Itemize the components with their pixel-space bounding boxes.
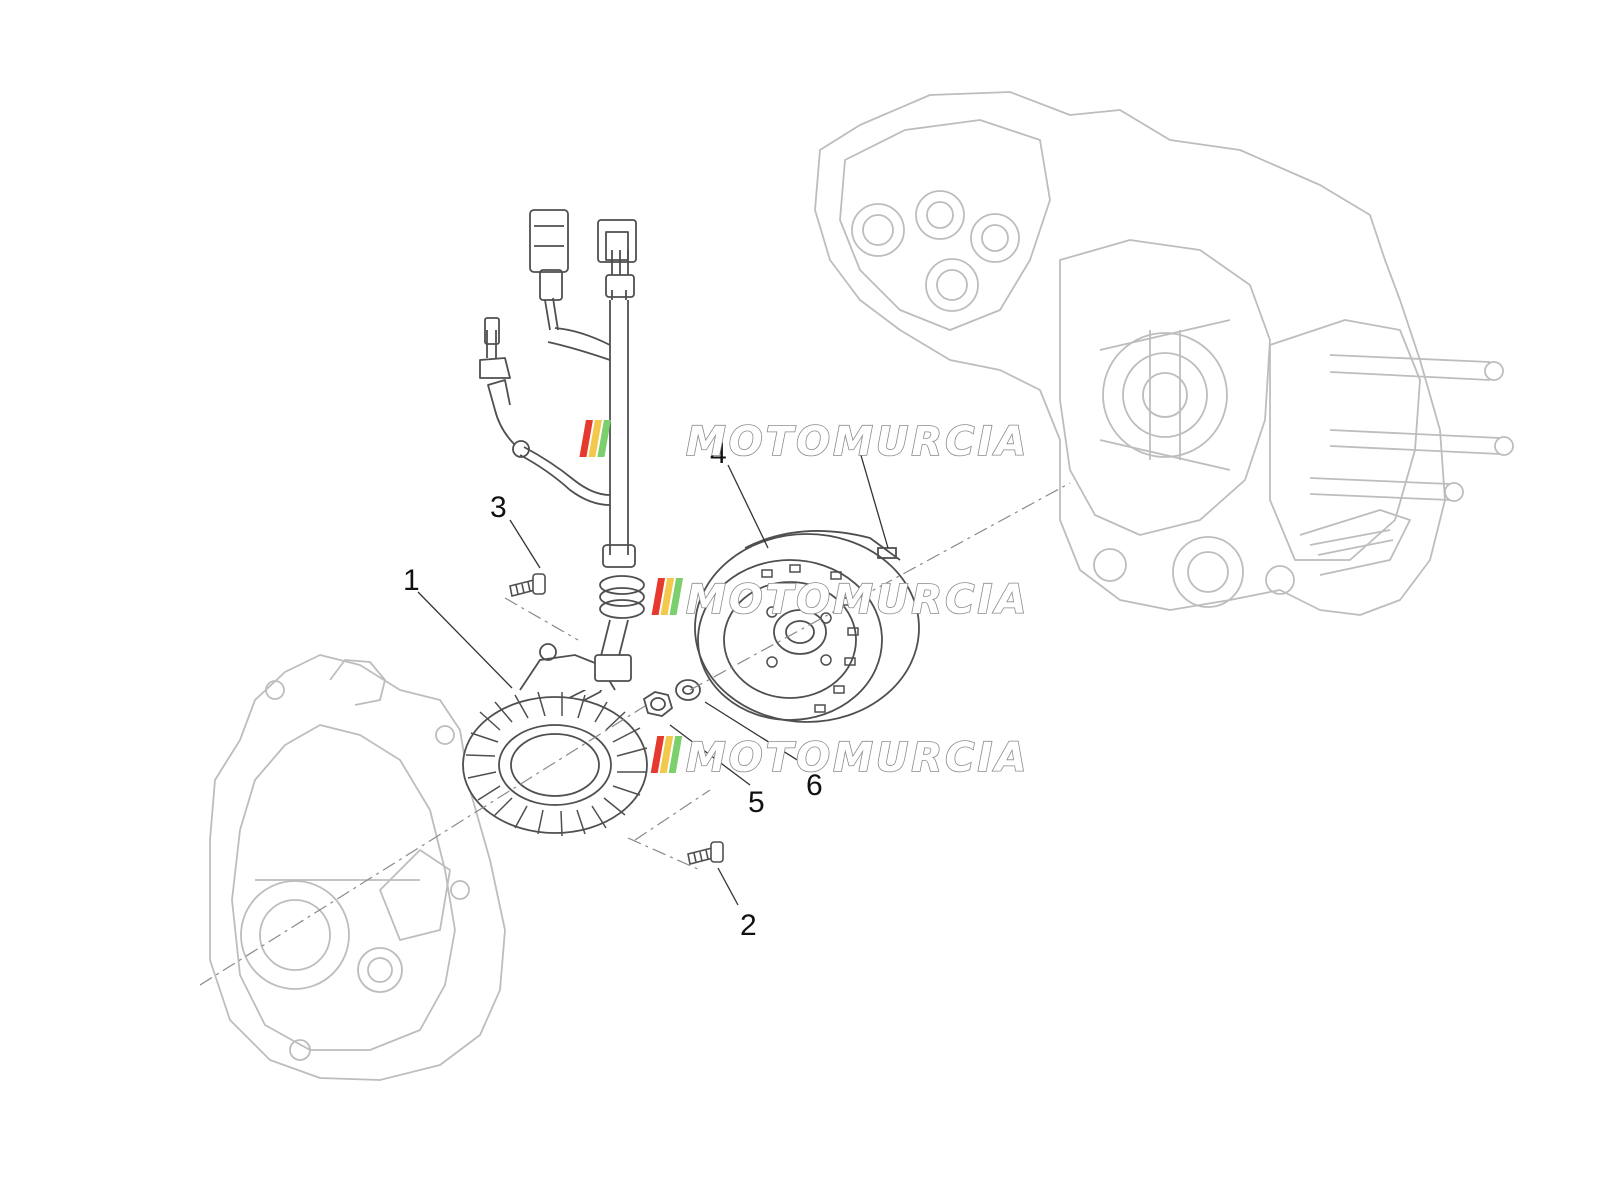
callout-5: 5: [748, 786, 765, 819]
watermark-text: MOTOMURCIA: [686, 735, 1029, 781]
assembly-axis-lines: [199, 482, 1071, 986]
watermark-text: MOTOMURCIA: [686, 577, 1029, 623]
engine-side-cover: [209, 654, 506, 1081]
callout-4: 4: [710, 437, 727, 470]
stator-screw: [687, 841, 724, 865]
wiring-harness: [479, 209, 645, 706]
flywheel: [694, 530, 920, 723]
washer: [675, 679, 701, 701]
flywheel-nut: [642, 691, 674, 717]
engine-crankcase: [814, 91, 1514, 616]
watermark-3: MOTOMURCIA: [650, 734, 1029, 782]
stator: [462, 643, 648, 837]
callout-labels: 1 2 3 4 5 6: [403, 437, 823, 942]
watermark-stripes-icon: [651, 578, 684, 615]
callout-6: 6: [806, 769, 823, 802]
watermark-2: MOTOMURCIA: [651, 576, 1029, 624]
watermark-stripes-icon: [579, 420, 611, 457]
callout-2: 2: [740, 909, 757, 942]
callout-3: 3: [490, 491, 507, 524]
callout-1: 1: [403, 564, 420, 597]
watermark-stripes-icon: [650, 736, 683, 773]
leader-lines: [417, 451, 889, 906]
watermark-1: MOTOMURCIA: [579, 418, 1029, 466]
watermark-text: MOTOMURCIA: [686, 419, 1029, 465]
wiring-clamp-screw: [509, 573, 546, 597]
